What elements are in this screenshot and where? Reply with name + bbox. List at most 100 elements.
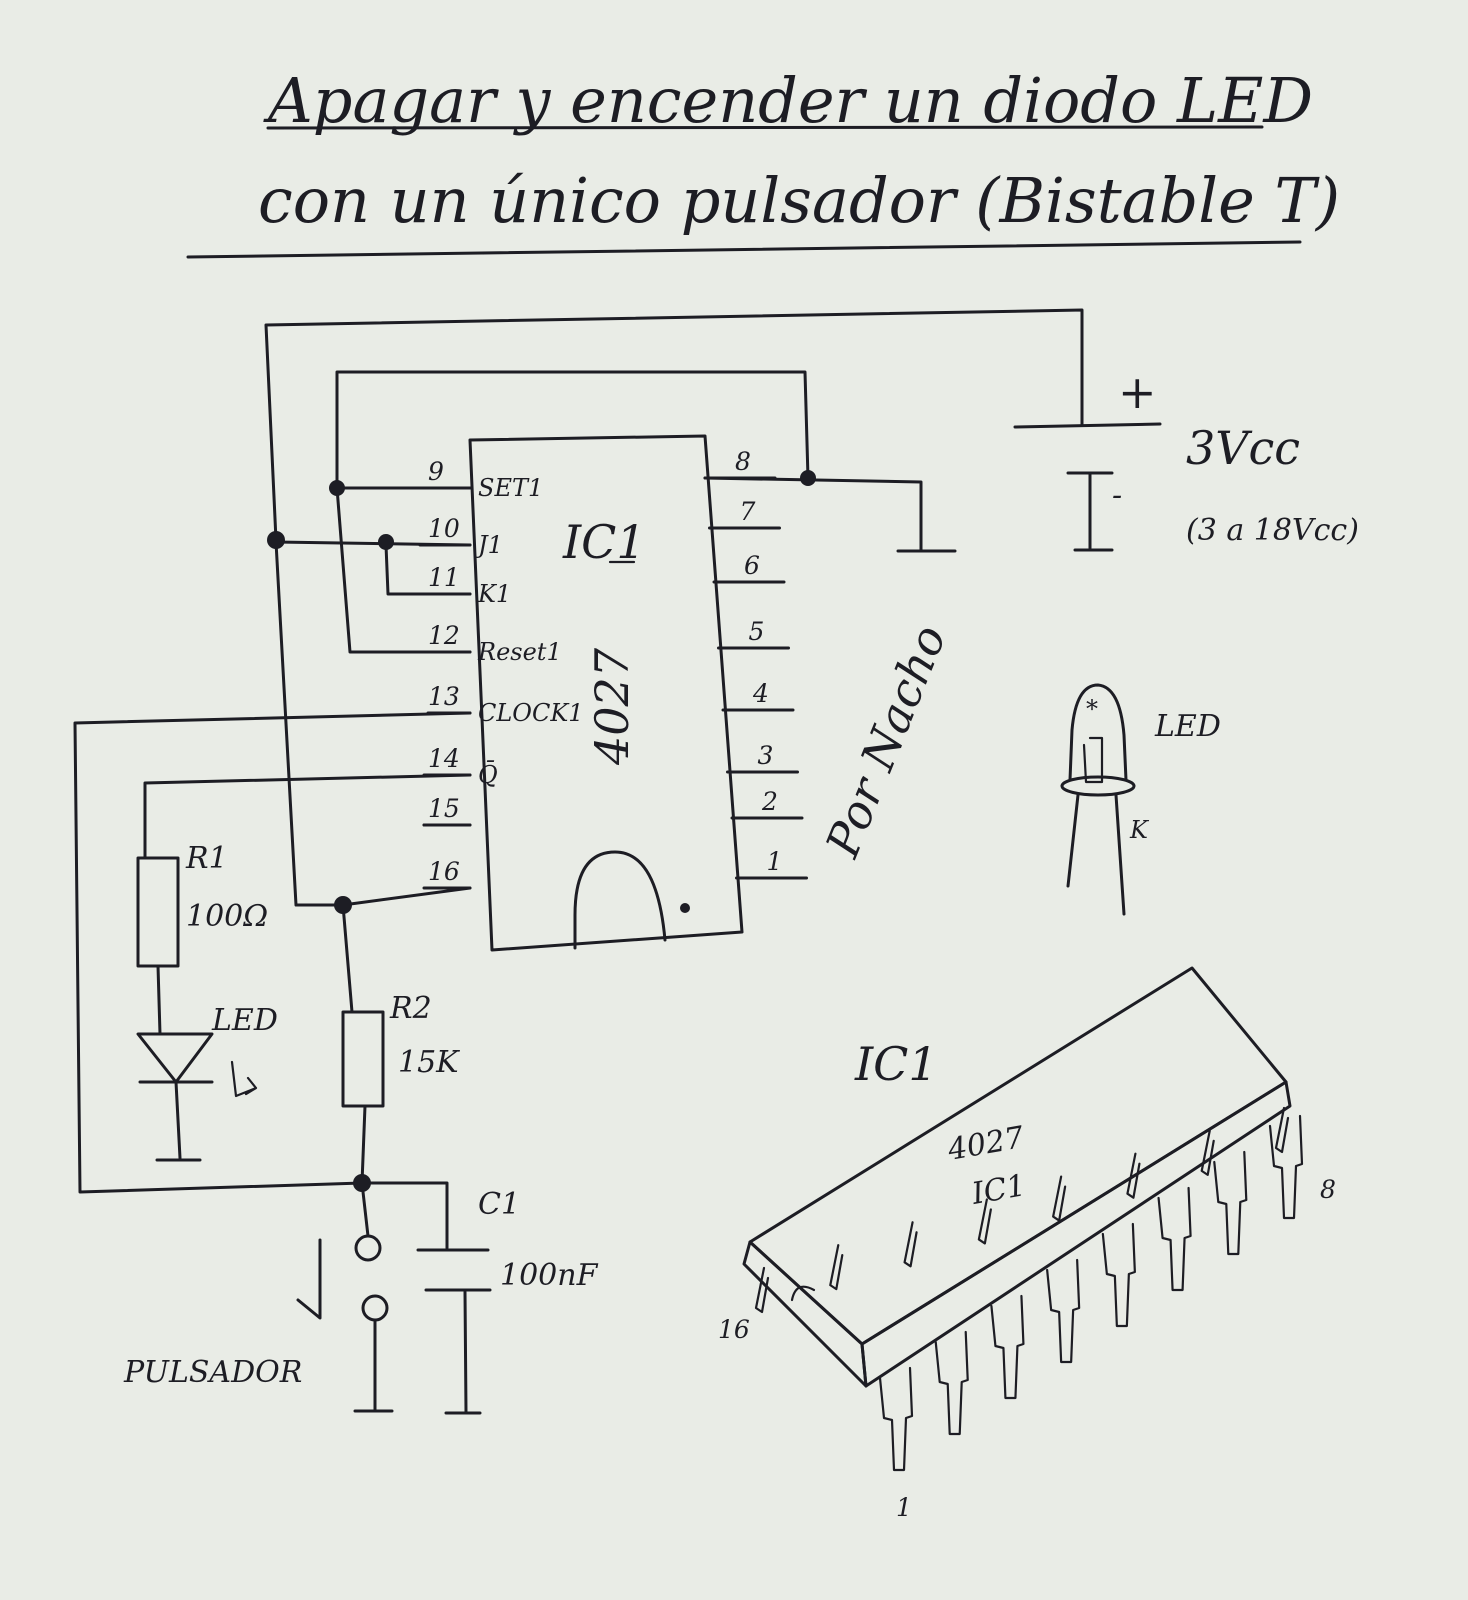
wire-c1-top [360,1181,449,1250]
chip-pin-8: 8 [1320,1175,1336,1204]
junction-dot-clock [353,1174,371,1192]
chip-legs [754,1106,1304,1472]
wire-clock [73,711,472,1194]
ic1-pin-11-number: 11 [428,563,460,592]
led-dome [1068,683,1128,782]
title-underline-2 [186,240,1302,259]
chip-leg-back-16 [754,1266,770,1314]
led-drawing-label: LED [1154,709,1221,744]
ic1-pin-11-label: K1 [477,580,511,608]
chip-notch [790,1285,816,1302]
ic1-pin-12-number: 12 [428,621,460,650]
wire-pin8-ground [703,476,923,552]
chip-leg-back-9 [1274,1106,1290,1154]
chip-leg-front-3 [990,1294,1025,1400]
led-leg-anode [1066,793,1080,888]
led-diode-triangle [136,1032,214,1084]
wire-battery-plus [1013,422,1162,429]
c1-value: 100nF [500,1258,599,1293]
button-contact-bottom [361,1294,389,1322]
wire-r2-top [341,903,354,1014]
button-label: PULSADOR [123,1355,302,1390]
ic1-pin-5-number: 5 [749,617,765,646]
chip-pictogram [742,966,1304,1472]
ic1-pin-12-label: Reset1 [477,638,562,666]
button-actuator [296,1238,322,1320]
ic1-pin-14-label: Q̄ [478,761,498,789]
ic1-pin-8-number: 8 [735,447,751,476]
chip-leg-front-4 [1046,1258,1081,1364]
led-label: LED [211,1003,278,1038]
title-underline-1 [266,125,1264,130]
r2-body [341,1010,385,1108]
ic1-pin-9-label: SET1 [478,474,543,502]
wire-r1-led [156,964,162,1036]
ic1-notch [573,850,667,950]
junction-dot-pin16 [334,896,352,914]
chip-leg-back-10 [1200,1129,1215,1176]
chip-leg-back-15 [829,1244,844,1291]
wire-r2-bottom [360,1104,367,1185]
r1-value: 100Ω [186,899,268,934]
title-line-1: Apagar y encender un diodo LED [263,64,1313,137]
wire-vcc-outer [264,308,1084,542]
author-signature: Por Nacho [815,618,957,866]
led-leg-cathode [1114,793,1126,916]
c1-ref: C1 [478,1187,520,1222]
ic1-pin1-dot [680,903,690,913]
chip-leg-front-6 [1157,1186,1192,1292]
wire-gnd-loop [335,370,810,490]
ic1-pin-10-number: 10 [428,514,460,543]
chip-ref: IC1 [968,1168,1028,1212]
chip-ref-label: IC1 [854,1037,938,1091]
ic1-pin-2-number: 2 [761,787,778,816]
junction-dot-pin8 [800,470,816,486]
junction-dot-pin9 [329,480,345,496]
chip-leg-front-1 [878,1366,914,1472]
ic1-pin-16-number: 16 [428,857,460,886]
led-anvil [1082,736,1104,784]
r2-ref: R2 [389,991,432,1026]
supply-minus: - [1112,478,1122,513]
chip-pin-16: 16 [718,1315,750,1344]
supply-plus: + [1118,365,1157,419]
r1-body [136,856,180,968]
chip-side-face [742,1240,868,1388]
led-light-arrow [230,1060,258,1098]
wire-qbar [143,773,472,860]
ic1-pin-7-number: 7 [740,497,756,526]
supply-range: (3 a 18Vcc) [1186,513,1359,548]
chip-leg-back-13 [977,1198,992,1245]
chip-pin-1: 1 [896,1493,912,1522]
led-cathode-label: K [1129,816,1150,844]
r2-value: 15K [398,1045,460,1080]
wire-c1-bottom [463,1290,468,1414]
ic1-pin-3-number: 3 [758,741,774,770]
supply-voltage: 3Vcc [1186,421,1300,475]
ic1-pin-10-label: J1 [473,531,503,559]
chip-leg-back-11 [1126,1152,1141,1199]
chip-leg-front-8 [1268,1114,1304,1220]
junction-dot-j1k1 [378,534,394,550]
chip-leg-back-12 [1052,1175,1067,1222]
ic1-pin-15-number: 15 [428,794,460,823]
ic1-pin-6-number: 6 [744,551,760,580]
ic1-part: 4027 [585,647,639,766]
ic1-pin-13-number: 13 [428,682,460,711]
ic1-ref: IC1 [562,515,646,569]
chip-leg-front-7 [1213,1150,1248,1256]
ic1-right-pins: 8 7 6 5 4 3 2 1 [703,447,808,880]
ic1-pin-14-number: 14 [428,744,460,773]
wire-vcc-pin16 [274,540,472,907]
chip-front-face [860,1080,1292,1388]
button-contact-top [354,1234,382,1262]
chip-part-label: 4027 [944,1120,1027,1168]
ic1-pin-9-number: 9 [428,457,444,486]
ic1-pin-4-number: 4 [752,679,769,708]
led-star: * [1086,695,1098,723]
chip-leg-back-14 [903,1221,918,1268]
ic1-body [468,434,744,952]
ic1-pin-1-number: 1 [767,847,783,876]
